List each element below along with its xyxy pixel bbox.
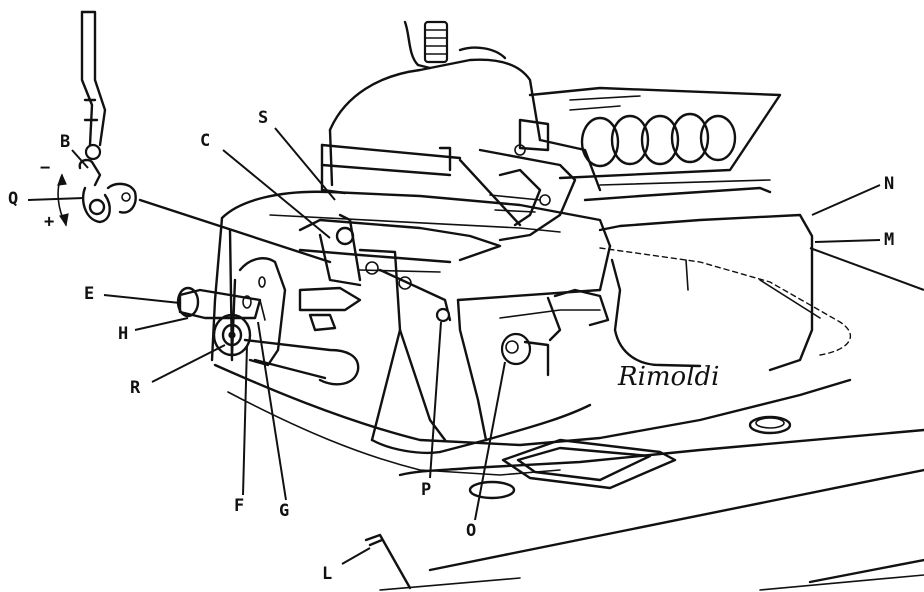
leader-q	[27, 197, 85, 201]
needle-assembly	[438, 118, 577, 242]
callout-p: P	[421, 480, 432, 500]
leader-o	[474, 361, 506, 521]
leader-l	[341, 547, 371, 565]
leader-s	[274, 127, 336, 201]
table-plate	[213, 363, 924, 591]
callout-n: N	[884, 174, 895, 194]
callout-plus: +	[44, 212, 55, 232]
leader-b	[71, 149, 89, 169]
knob-o	[500, 332, 550, 377]
callout-minus: −	[40, 158, 51, 178]
callout-c: C	[200, 131, 211, 151]
brand-text: Rimoldi	[617, 362, 719, 392]
leader-c	[222, 149, 331, 239]
side-housing: Rimoldi	[598, 213, 852, 392]
leader-e	[103, 294, 181, 304]
callout-o: O	[466, 521, 477, 541]
front-mechanism	[138, 198, 502, 332]
leader-g	[257, 321, 287, 501]
leader-m	[814, 239, 881, 243]
hex-key-l	[364, 533, 412, 590]
callout-q: Q	[8, 189, 19, 209]
callout-g: G	[279, 501, 290, 521]
callout-l: L	[322, 564, 333, 584]
leader-r	[151, 344, 226, 383]
upper-arm	[320, 20, 782, 202]
callout-s: S	[258, 108, 269, 128]
callout-f: F	[234, 496, 245, 516]
machine-base	[210, 190, 612, 455]
callout-b: B	[60, 132, 71, 152]
callout-e: E	[84, 284, 95, 304]
leader-p	[429, 321, 442, 479]
callout-m: M	[884, 230, 895, 250]
leader-h	[134, 317, 189, 331]
crank-assembly	[176, 257, 360, 386]
leader-n	[811, 184, 881, 216]
lever-detail	[57, 10, 137, 227]
leader-lines	[27, 127, 924, 565]
callout-h: H	[118, 324, 129, 344]
leader-f	[242, 344, 248, 496]
leader-m2	[809, 247, 924, 291]
callout-r: R	[130, 378, 141, 398]
